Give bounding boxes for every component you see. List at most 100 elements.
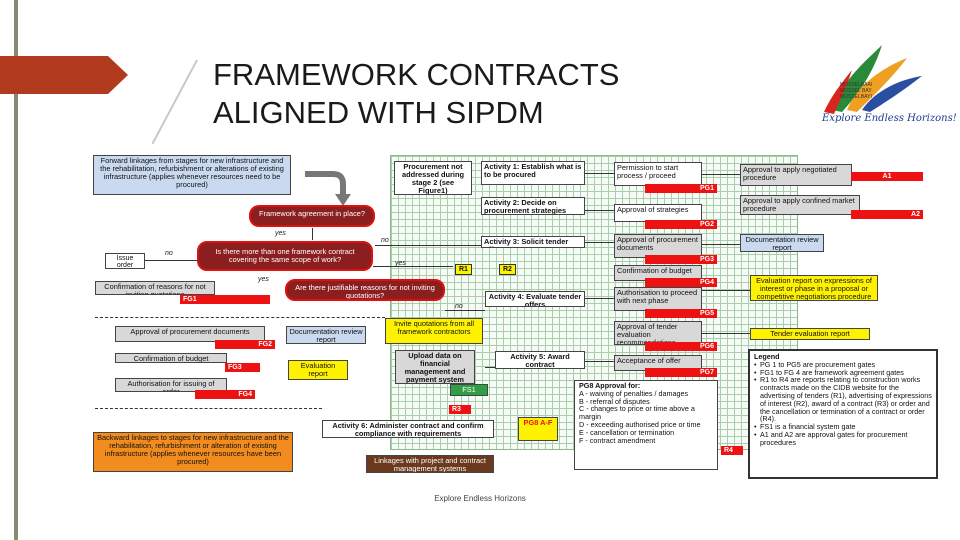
left-decorative-rule: [14, 0, 18, 540]
approval-negotiated-box: Approval to apply negotiated procedure: [740, 164, 852, 186]
connector-line: [585, 298, 614, 299]
connector-line: [485, 367, 495, 368]
linkages-systems-box: Linkages with project and contract manag…: [366, 455, 494, 473]
issue-order-box: Issue order: [105, 253, 145, 269]
mossel-bay-logo: [824, 45, 922, 114]
logo-slogan: Explore Endless Horizons!: [822, 113, 957, 124]
connector-line: [585, 361, 614, 362]
pg8-item-e: E - cancellation or termination: [579, 427, 675, 437]
activity-5: Activity 5: Award contract: [495, 351, 585, 369]
connector-line: [702, 174, 740, 175]
legend-item: FS1 is a financial system gate: [754, 423, 932, 431]
evaluation-report-box: Evaluation report: [288, 360, 348, 380]
eval-report-expressions-box: Evaluation report on expressions of inte…: [750, 275, 878, 301]
confirm-budget-left-box: Confirmation of budget: [115, 353, 227, 363]
fg4-gate: FG4: [195, 390, 255, 399]
activity-1: Activity 1: Establish what is to be proc…: [481, 161, 585, 185]
doc-review-right-box: Documentation review report: [740, 234, 824, 252]
a1-gate: A1: [851, 172, 923, 181]
fs1-gate: FS1: [450, 384, 488, 396]
sipdm-framework-diagram: Forward linkages from stages for new inf…: [85, 150, 946, 480]
r4-report: R4: [721, 446, 743, 455]
pg1-gate: PG1: [645, 184, 717, 193]
permission-start-box: Permission to start process / proceed: [614, 162, 702, 186]
pg8-gate: PG8 A-F: [518, 417, 558, 441]
confirm-reasons-box: Confirmation of reasons for not inviting…: [95, 281, 215, 295]
legend-item: R1 to R4 are reports relating to constru…: [754, 376, 932, 423]
footer-slogan: Explore Endless Horizons: [434, 494, 526, 503]
connector-line: [702, 290, 750, 291]
connector-line: [585, 210, 614, 211]
connector-line: [585, 173, 614, 174]
no-label-justifiable: no: [455, 303, 463, 310]
logo-name-lines: MOSSELBAAI MOSSEL BAY MOSSELBAYI: [840, 82, 873, 100]
tender-eval-report-box: Tender evaluation report: [750, 328, 870, 340]
approval-confined-box: Approval to apply confined market proced…: [740, 195, 860, 215]
doc-review-report-left: Documentation review report: [286, 326, 366, 344]
forward-linkages-box: Forward linkages from stages for new inf…: [93, 155, 291, 195]
slide-title: FRAMEWORK CONTRACTS ALIGNED WITH SIPDM: [213, 56, 773, 132]
pg8-item-f: F - contract amendment: [579, 435, 656, 445]
pg2-gate: PG2: [645, 220, 717, 229]
fg3-gate: FG3: [225, 363, 260, 372]
decorative-diagonal-line: [151, 59, 198, 145]
pg3-gate: PG3: [645, 255, 717, 264]
dashed-connector: [95, 317, 385, 318]
dashed-connector: [95, 408, 322, 409]
pg5-gate: PG5: [645, 309, 717, 318]
title-tab-arrow: [0, 56, 128, 94]
no-label: no: [381, 237, 389, 244]
a2-gate: A2: [851, 210, 923, 219]
pg4-gate: PG4: [645, 278, 717, 287]
connector-line: [375, 245, 481, 246]
connector-line: [702, 333, 750, 334]
procurement-not-addressed-box: Procurement not addressed during stage 2…: [394, 161, 472, 195]
connector-line: [373, 266, 453, 267]
pg8-item-b: B - referral of disputes: [579, 396, 650, 406]
pg8-item-a: A - waiving of penalties / damages: [579, 388, 689, 398]
yes-label-reasons: yes: [258, 276, 269, 283]
approval-tender-box: Approval of tender evaluation recommenda…: [614, 321, 702, 345]
backward-linkages-box: Backward linkages to stages for new infr…: [93, 432, 293, 472]
activity-6: Activity 6: Administer contract and conf…: [322, 420, 494, 438]
upload-data-box: Upload data on financial management and …: [395, 350, 475, 384]
connector-line: [312, 228, 313, 240]
curved-arrow-icon: [305, 171, 351, 206]
authorisation-proceed-box: Authorisation to proceed with next phase: [614, 287, 702, 311]
title-line-1: FRAMEWORK CONTRACTS: [213, 57, 620, 92]
fg1-gate: FG1: [180, 295, 270, 304]
legend-item: A1 and A2 are approval gates for procure…: [754, 431, 932, 447]
authorisation-order-box: Authorisation for issuing of order: [115, 378, 227, 392]
activity-4: Activity 4: Evaluate tender offers: [485, 291, 585, 307]
activity-2: Activity 2: Decide on procurement strate…: [481, 197, 585, 215]
pg6-gate: PG6: [645, 342, 717, 351]
r1-report: R1: [455, 264, 472, 275]
pg8-approval-list: PG8 Approval for: A - waiving of penalti…: [574, 380, 718, 470]
framework-agreement-question: Framework agreement in place?: [249, 205, 375, 227]
activity-3: Activity 3: Solicit tender offers: [481, 236, 585, 248]
no-label-left: no: [165, 250, 173, 257]
more-than-one-question: Is there more than one framework contrac…: [197, 241, 373, 271]
legend-box: Legend PG 1 to PG5 are procurement gates…: [748, 349, 938, 479]
fg2-gate: FG2: [215, 340, 275, 349]
connector-line: [585, 242, 614, 243]
justifiable-reasons-question: Are there justifiable reasons for not in…: [285, 279, 445, 301]
invite-quotations-box: Invite quotations from all framework con…: [385, 318, 483, 344]
legend-title: Legend: [754, 352, 780, 361]
connector-line: [702, 244, 740, 245]
title-line-2: ALIGNED WITH SIPDM: [213, 95, 544, 130]
pg7-gate: PG7: [645, 368, 717, 377]
approval-proc-docs-box: Approval of procurement documents: [614, 234, 702, 258]
legend-item: FG1 to FG 4 are framework agreement gate…: [754, 368, 932, 377]
yes-label-right: yes: [395, 260, 406, 267]
yes-label: yes: [275, 230, 286, 237]
legend-item: PG 1 to PG5 are procurement gates: [754, 360, 932, 369]
pg8-item-d: D - exceeding authorised price or time: [579, 419, 701, 429]
r2-report: R2: [499, 264, 516, 275]
connector-line: [145, 260, 197, 261]
pg8-item-c: C - changes to price or time above a mar…: [579, 404, 695, 422]
connector-line: [445, 310, 485, 311]
pg8-title: PG8 Approval for:: [579, 381, 641, 390]
r3-report: R3: [449, 405, 471, 414]
approval-procurement-docs-box: Approval of procurement documents: [115, 326, 265, 342]
